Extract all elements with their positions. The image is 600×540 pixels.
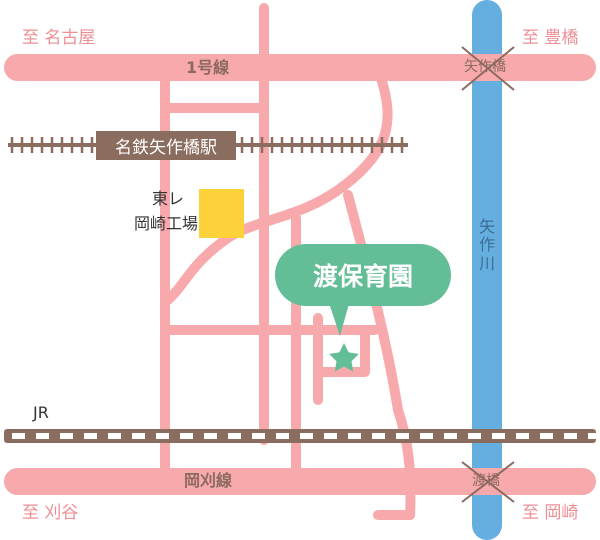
okakari-road (4, 468, 596, 495)
watashibashi-label: 渡橋 (472, 473, 500, 489)
factory-label-line1: 東レ (152, 189, 185, 208)
jr-label: JR (33, 403, 49, 422)
factory-block (199, 189, 244, 238)
route1-road (4, 54, 596, 81)
river-label: 矢 作 川 (477, 217, 497, 273)
yahagibashi-marker (461, 46, 515, 91)
direction-kariya: 至 刈谷 (22, 503, 79, 523)
route1-label: 1号線 (186, 58, 230, 77)
meitetsu-station: 名鉄矢作橋駅 (96, 131, 236, 160)
direction-toyohashi: 至 豊橋 (522, 28, 579, 48)
road-small-loop (313, 325, 370, 377)
direction-nagoya: 至 名古屋 (22, 28, 96, 48)
yahagi-river (472, 0, 502, 540)
river-label-char: 作 (478, 235, 495, 255)
yahagibashi-label: 矢作橋 (464, 59, 506, 75)
road-curved (163, 70, 393, 305)
factory-label-line2: 岡崎工場 (134, 214, 199, 233)
watashibashi-marker (461, 461, 515, 503)
okakari-label: 岡刈線 (184, 471, 233, 490)
star-icon (329, 343, 359, 372)
jr-railway (4, 429, 600, 443)
river-label-char: 矢 (478, 217, 495, 236)
direction-okazaki: 至 岡崎 (522, 503, 579, 523)
river-label-char: 川 (478, 253, 495, 273)
destination-callout (275, 244, 451, 336)
destination-name: 渡保育園 (312, 262, 413, 291)
